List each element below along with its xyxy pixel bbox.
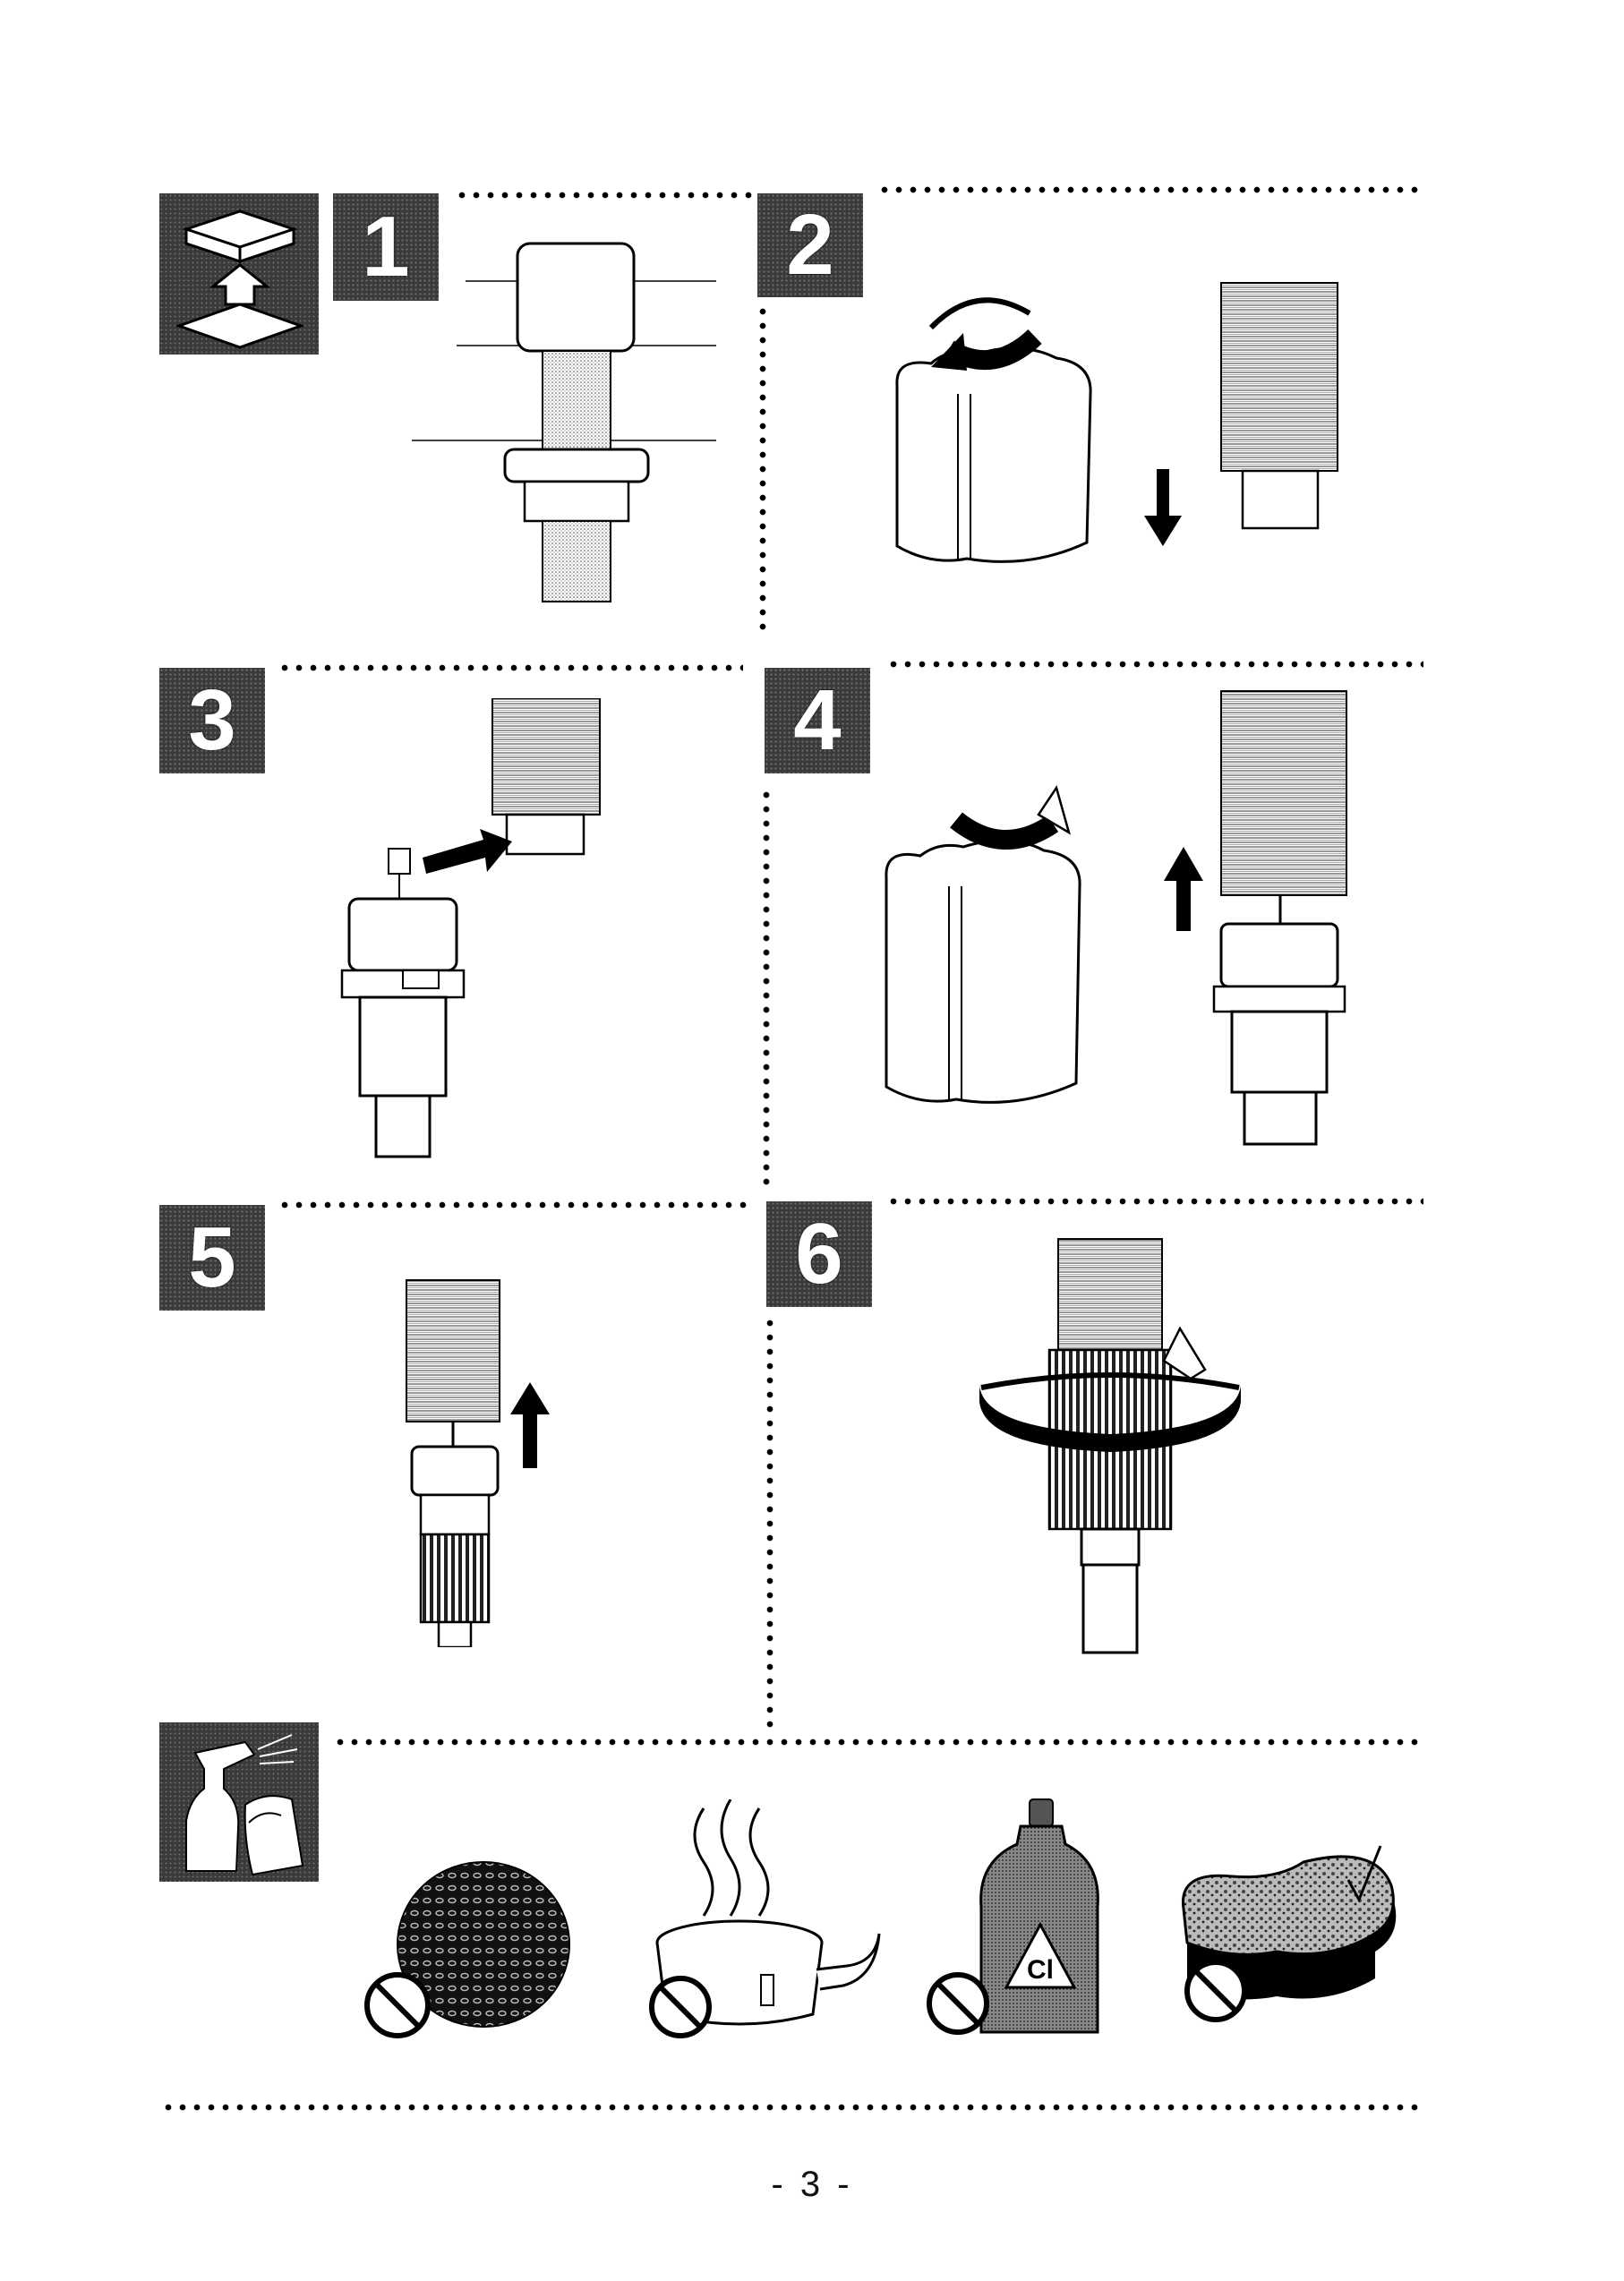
divider-top-left (455, 192, 756, 199)
divider-vertical-top (759, 304, 766, 637)
step-number: 5 (188, 1209, 236, 1305)
step-badge-2: 2 (757, 193, 863, 297)
divider-row3-left (278, 1201, 752, 1209)
divider-top-right (877, 186, 1425, 193)
divider-row2-left (278, 664, 743, 671)
no-symbol-icon (1184, 1960, 1247, 2022)
spray-bottle-cloth-icon (159, 1722, 319, 1882)
page-number: - 3 - (771, 2165, 853, 2204)
step-badge-4: 4 (765, 668, 870, 773)
warning-no-hot-water (641, 1798, 883, 2041)
assembly-section-icon (159, 193, 319, 355)
divider-vertical-bottom (766, 1316, 774, 1735)
divider-row3-right (886, 1198, 1423, 1205)
no-symbol-icon (364, 1972, 431, 2038)
warning-no-steel-wool (358, 1844, 573, 2041)
warning-no-bleach: Cl (922, 1790, 1110, 2041)
warning-no-abrasive-sponge (1169, 1826, 1411, 2041)
step-6-illustration (976, 1235, 1244, 1656)
step-4-illustration (877, 689, 1397, 1146)
chlorine-label: Cl (1027, 1955, 1054, 1985)
step-number: 2 (786, 197, 834, 293)
step-badge-3: 3 (159, 668, 265, 773)
divider-footer (161, 2104, 1423, 2111)
step-badge-1: 1 (333, 193, 439, 301)
step-5-illustration (394, 1271, 609, 1649)
no-symbol-icon (927, 1972, 989, 2035)
no-symbol-icon (649, 1976, 712, 2038)
divider-row2-right (886, 661, 1423, 668)
step-1-illustration (412, 235, 725, 611)
step-number: 4 (793, 672, 842, 768)
divider-vertical-mid (763, 788, 770, 1185)
remove-install-icon (159, 193, 319, 355)
step-number: 6 (795, 1206, 843, 1302)
step-number: 3 (188, 672, 236, 768)
divider-warnings (333, 1739, 1423, 1746)
step-number: 1 (362, 199, 410, 295)
step-3-illustration (340, 697, 627, 1164)
cleaning-section-icon (159, 1722, 319, 1882)
step-badge-5: 5 (159, 1205, 265, 1311)
step-2-illustration (877, 278, 1397, 582)
step-badge-6: 6 (766, 1201, 872, 1307)
